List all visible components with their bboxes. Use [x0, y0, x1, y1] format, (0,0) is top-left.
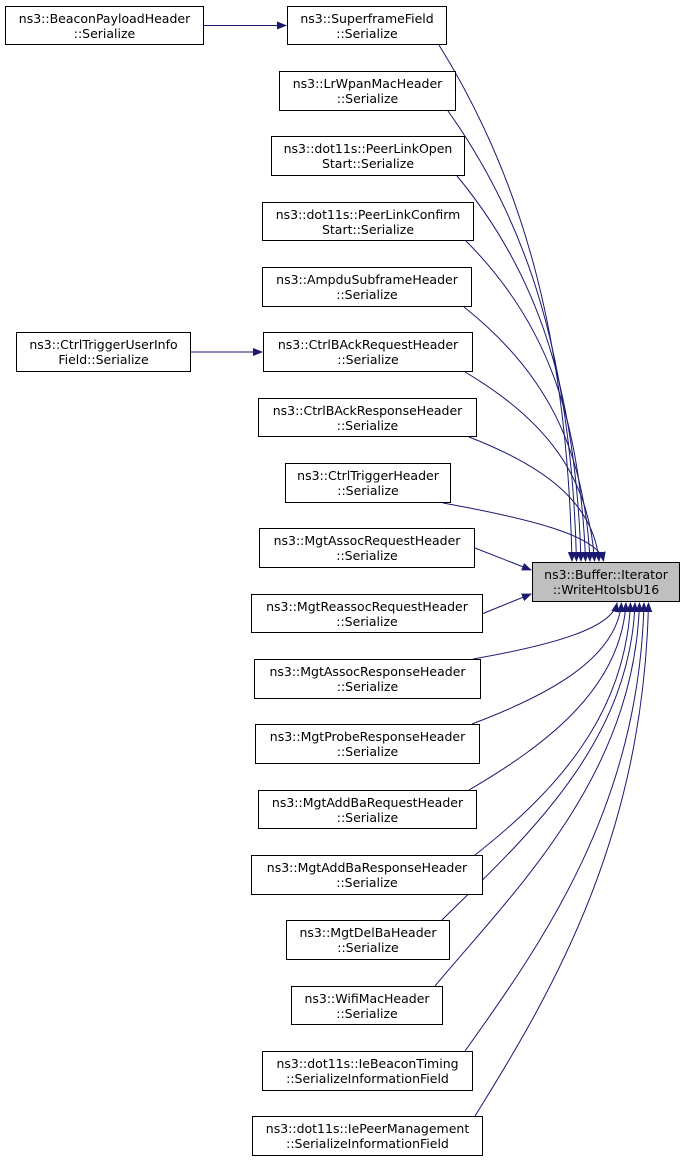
edge-caller-4-to-target: [465, 240, 590, 562]
caller-node-14-label-line-2: ::Serialize: [336, 875, 398, 890]
caller-node-13-label-line-1: ns3::MgtAddBaRequestHeader: [271, 794, 464, 810]
caller-node-9-label-line-1: ns3::MgtAssocRequestHeader: [273, 533, 461, 548]
caller-node-1-label-line-2: ::Serialize: [336, 25, 398, 41]
caller-node-1[interactable]: ns3::SuperframeField::Serialize: [287, 6, 447, 45]
caller-node-15[interactable]: ns3::MgtDelBaHeader::Serialize: [286, 920, 450, 960]
caller-node-8-label-line-1: ns3::CtrlTriggerHeader: [297, 468, 439, 483]
caller-node-9[interactable]: ns3::MgtAssocRequestHeader::Serialize: [259, 528, 475, 568]
second-level-caller-node-1-label-line-2: ::Serialize: [73, 25, 136, 41]
caller-node-7-label-line-2: ::Serialize: [336, 417, 399, 433]
edge-caller-7-to-target: [468, 436, 603, 562]
caller-node-8-label-line-2: ::Serialize: [337, 483, 399, 498]
caller-node-16-label-line-2: ::Serialize: [336, 1005, 398, 1021]
edge-caller-6-to-target: [464, 371, 598, 562]
caller-node-7[interactable]: ns3::CtrlBAckResponseHeader::Serialize: [258, 398, 477, 437]
caller-node-8[interactable]: ns3::CtrlTriggerHeader::Serialize: [285, 463, 451, 503]
caller-node-2[interactable]: ns3::LrWpanMacHeader::Serialize: [279, 71, 456, 111]
edge-caller-9-to-target: [474, 547, 532, 571]
caller-node-17[interactable]: ns3::dot11s::IeBeaconTiming::SerializeIn…: [262, 1051, 473, 1091]
caller-node-18[interactable]: ns3::dot11s::IePeerManagement::Serialize…: [252, 1116, 483, 1156]
caller-node-1-label-line-1: ns3::SuperframeField: [300, 10, 434, 26]
edge-caller-12-to-target: [471, 602, 625, 725]
caller-node-6-label-line-2: ::Serialize: [337, 352, 399, 367]
edge-caller-11-to-target: [472, 602, 620, 660]
edge-caller-10-to-target: [482, 593, 532, 614]
caller-node-15-label-line-1: ns3::MgtDelBaHeader: [299, 925, 437, 940]
caller-node-4-label-line-1: ns3::dot11s::PeerLinkConfirm: [275, 206, 461, 222]
edge-caller-14-to-target: [474, 602, 635, 856]
edge-caller-18-to-target: [474, 602, 653, 1117]
second-level-caller-node-1-label-line-1: ns3::BeaconPayloadHeader: [18, 10, 191, 26]
caller-node-4-label-line-2: Start::Serialize: [321, 221, 415, 237]
caller-node-14-label-line-1: ns3::MgtAddBaResponseHeader: [266, 860, 468, 875]
target-node-buffer-iterator-writehtolsbu16: ns3::Buffer::Iterator::WriteHtolsbU16: [532, 562, 680, 602]
caller-node-18-label-line-2: ::SerializeInformationField: [286, 1136, 449, 1151]
edge-caller-17-to-target: [464, 602, 648, 1052]
caller-node-10[interactable]: ns3::MgtReassocRequestHeader::Serialize: [251, 594, 483, 633]
caller-node-13[interactable]: ns3::MgtAddBaRequestHeader::Serialize: [258, 790, 477, 829]
edge-caller-16-to-target: [434, 602, 644, 987]
caller-node-10-label-line-2: ::Serialize: [336, 613, 398, 629]
caller-node-12-label-line-2: ::Serialize: [336, 744, 399, 759]
second-level-caller-node-1[interactable]: ns3::BeaconPayloadHeader::Serialize: [5, 6, 204, 45]
caller-node-16[interactable]: ns3::WifiMacHeader::Serialize: [291, 986, 443, 1025]
target-node-buffer-iterator-writehtolsbu16-label-line-2: ::WriteHtolsbU16: [552, 582, 660, 597]
caller-node-17-label-line-2: ::SerializeInformationField: [286, 1071, 449, 1086]
caller-node-3-label-line-1: ns3::dot11s::PeerLinkOpen: [283, 141, 453, 156]
second-level-caller-node-2-label-line-2: Field::Serialize: [58, 352, 149, 367]
caller-node-5-label-line-2: ::Serialize: [336, 287, 398, 302]
caller-node-5[interactable]: ns3::AmpduSubframeHeader::Serialize: [262, 267, 472, 307]
caller-node-11-label-line-1: ns3::MgtAssocResponseHeader: [269, 664, 466, 679]
caller-node-11-label-line-2: ::Serialize: [336, 679, 399, 694]
target-node-buffer-iterator-writehtolsbu16-label-line-1: ns3::Buffer::Iterator: [544, 567, 668, 582]
caller-node-11[interactable]: ns3::MgtAssocResponseHeader::Serialize: [254, 659, 481, 699]
caller-node-10-label-line-1: ns3::MgtReassocRequestHeader: [266, 598, 468, 614]
caller-node-6[interactable]: ns3::CtrlBAckRequestHeader::Serialize: [263, 332, 473, 372]
caller-node-6-label-line-1: ns3::CtrlBAckRequestHeader: [277, 337, 459, 352]
edge-caller-1-to-target: [438, 44, 576, 562]
caller-node-2-label-line-2: ::Serialize: [336, 91, 399, 106]
edge-caller-3-to-target: [456, 175, 585, 562]
caller-node-15-label-line-2: ::Serialize: [337, 940, 399, 955]
caller-node-7-label-line-1: ns3::CtrlBAckResponseHeader: [272, 402, 463, 418]
caller-node-5-label-line-1: ns3::AmpduSubframeHeader: [276, 272, 458, 287]
caller-node-18-label-line-1: ns3::dot11s::IePeerManagement: [265, 1121, 470, 1136]
second-level-caller-node-2-label-line-1: ns3::CtrlTriggerUserInfo: [29, 337, 178, 352]
caller-node-12-label-line-1: ns3::MgtProbeResponseHeader: [269, 729, 466, 744]
caller-node-16-label-line-1: ns3::WifiMacHeader: [304, 990, 430, 1006]
edge-caller-8-to-target: [442, 502, 606, 562]
caller-node-3-label-line-2: Start::Serialize: [321, 156, 415, 171]
caller-node-14[interactable]: ns3::MgtAddBaResponseHeader::Serialize: [251, 855, 483, 895]
caller-node-9-label-line-2: ::Serialize: [336, 548, 398, 563]
caller-node-17-label-line-1: ns3::dot11s::IeBeaconTiming: [276, 1056, 459, 1071]
caller-node-2-label-line-1: ns3::LrWpanMacHeader: [292, 76, 443, 91]
edge-caller-2-to-target: [447, 110, 581, 562]
caller-node-13-label-line-2: ::Serialize: [336, 809, 399, 825]
caller-node-12[interactable]: ns3::MgtProbeResponseHeader::Serialize: [255, 724, 480, 764]
edge-caller-13-to-target: [468, 602, 630, 791]
